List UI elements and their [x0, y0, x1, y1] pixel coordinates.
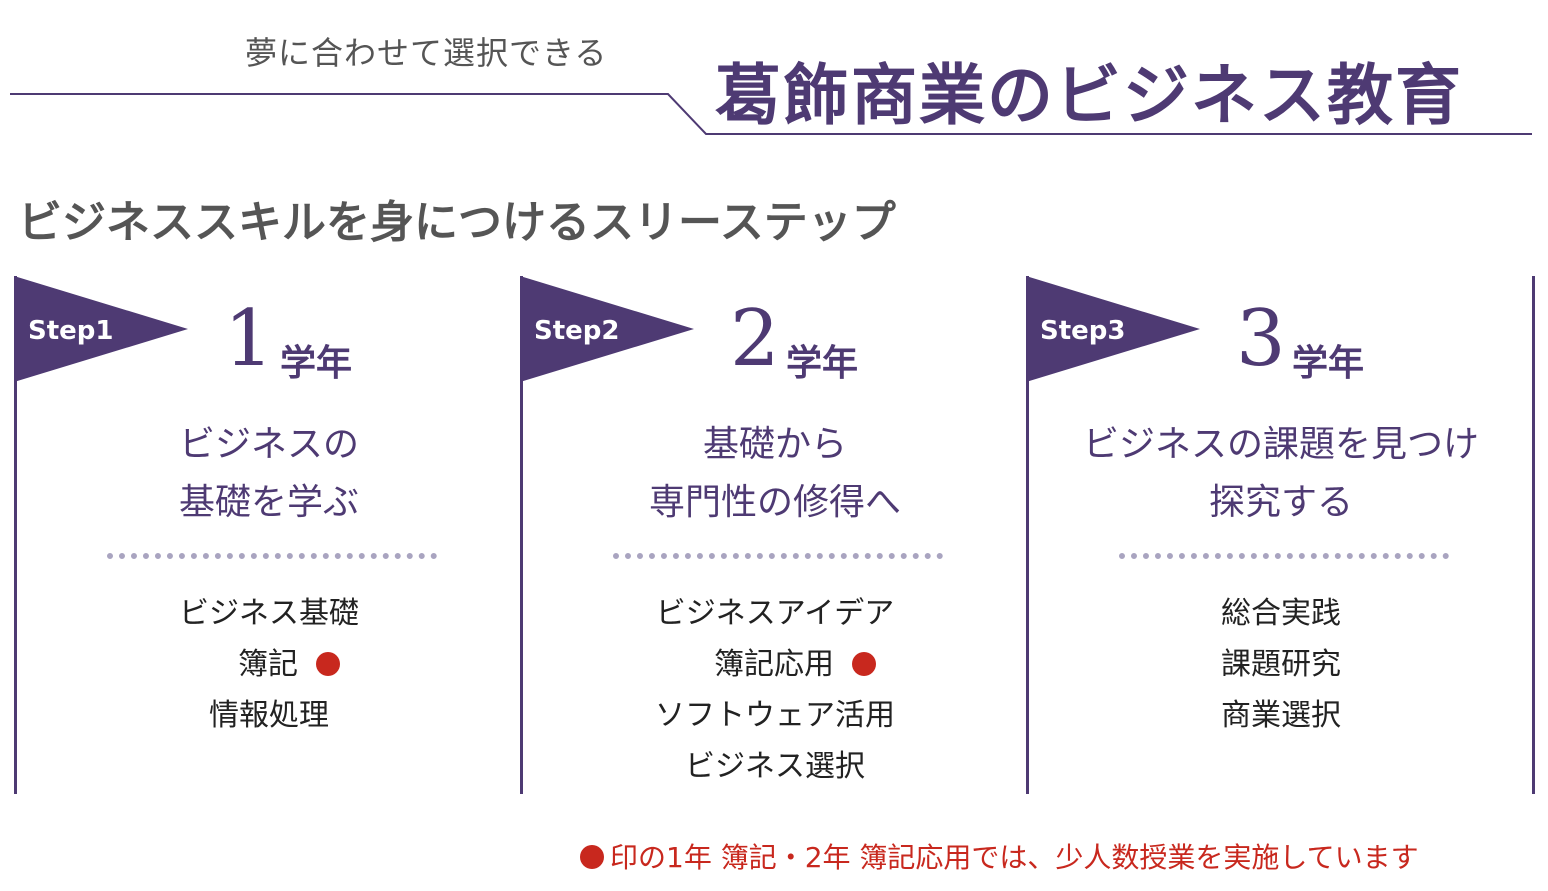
flag-pole: [14, 276, 17, 794]
header-rule: [10, 93, 1532, 135]
page-title: 葛飾商業のビジネス教育: [715, 56, 1463, 134]
footnote: 印の1年 簿記・2年 簿記応用では、少人数授業を実施しています: [580, 836, 1419, 876]
grade-unit: 学年: [786, 343, 859, 384]
theme-line: 基礎から: [702, 424, 847, 465]
subject-item: 課題研究: [1221, 647, 1341, 682]
theme-line: ビジネスの課題を見つけ: [1082, 424, 1479, 465]
subject-list: 総合実践 課題研究 商業選択: [1026, 588, 1536, 741]
grade-unit: 学年: [280, 343, 353, 384]
red-dot-icon: [316, 652, 340, 676]
grade-unit: 学年: [1292, 343, 1365, 384]
subject-list: ビジネスアイデア 簿記応用 ソフトウェア活用 ビジネス選択: [520, 588, 1030, 792]
grade-number: 1: [224, 294, 274, 384]
subject-item: 商業選択: [1221, 698, 1341, 733]
grade-number: 2: [730, 294, 780, 384]
subject-item: ビジネス選択: [685, 749, 865, 784]
footnote-text: 印の1年 簿記・2年 簿記応用では、少人数授業を実施しています: [610, 841, 1419, 874]
theme-line: 基礎を学ぶ: [178, 482, 359, 523]
section-heading: ビジネススキルを身につけるスリーステップ: [18, 197, 896, 248]
grade-number: 3: [1236, 294, 1286, 384]
subject-item: 簿記応用: [520, 639, 1030, 690]
step-theme: ビジネスの 基礎を学ぶ: [14, 416, 524, 532]
subject-item: 情報処理: [209, 698, 329, 733]
dotted-divider: [107, 553, 437, 559]
subject-item: 総合実践: [1221, 596, 1341, 631]
theme-line: 探究する: [1208, 482, 1353, 523]
subject-item: 簿記: [14, 639, 524, 690]
subject-item: ソフトウェア活用: [655, 698, 895, 733]
red-dot-icon: [852, 652, 876, 676]
step-theme: 基礎から 専門性の修得へ: [520, 416, 1030, 532]
step-theme: ビジネスの課題を見つけ 探究する: [1026, 416, 1536, 532]
theme-line: 専門性の修得へ: [648, 482, 901, 523]
right-border-line: [1532, 276, 1535, 794]
pennant-flag: [1026, 276, 1200, 382]
pennant-flag: [14, 276, 188, 382]
pennant-flag: [520, 276, 694, 382]
subject-item: ビジネス基礎: [179, 596, 359, 631]
subject-list: ビジネス基礎 簿記 情報処理: [14, 588, 524, 741]
step-label: Step1: [28, 316, 114, 346]
red-dot-icon: [580, 845, 604, 869]
step-column-3: Step3 3 学年 ビジネスの課題を見つけ 探究する 総合実践 課題研究 商業…: [1026, 276, 1526, 796]
dotted-divider: [1119, 553, 1449, 559]
dotted-divider: [613, 553, 943, 559]
flag-pole: [1026, 276, 1029, 794]
theme-line: ビジネスの: [178, 424, 359, 465]
header-subtitle: 夢に合わせて選択できる: [245, 34, 608, 72]
step-column-1: Step1 1 学年 ビジネスの 基礎を学ぶ ビジネス基礎 簿記 情報処理: [14, 276, 514, 796]
step-label: Step3: [1040, 316, 1126, 346]
step-label: Step2: [534, 316, 620, 346]
step-column-2: Step2 2 学年 基礎から 専門性の修得へ ビジネスアイデア 簿記応用 ソフ…: [520, 276, 1020, 796]
flag-pole: [520, 276, 523, 794]
subject-item: ビジネスアイデア: [655, 596, 895, 631]
